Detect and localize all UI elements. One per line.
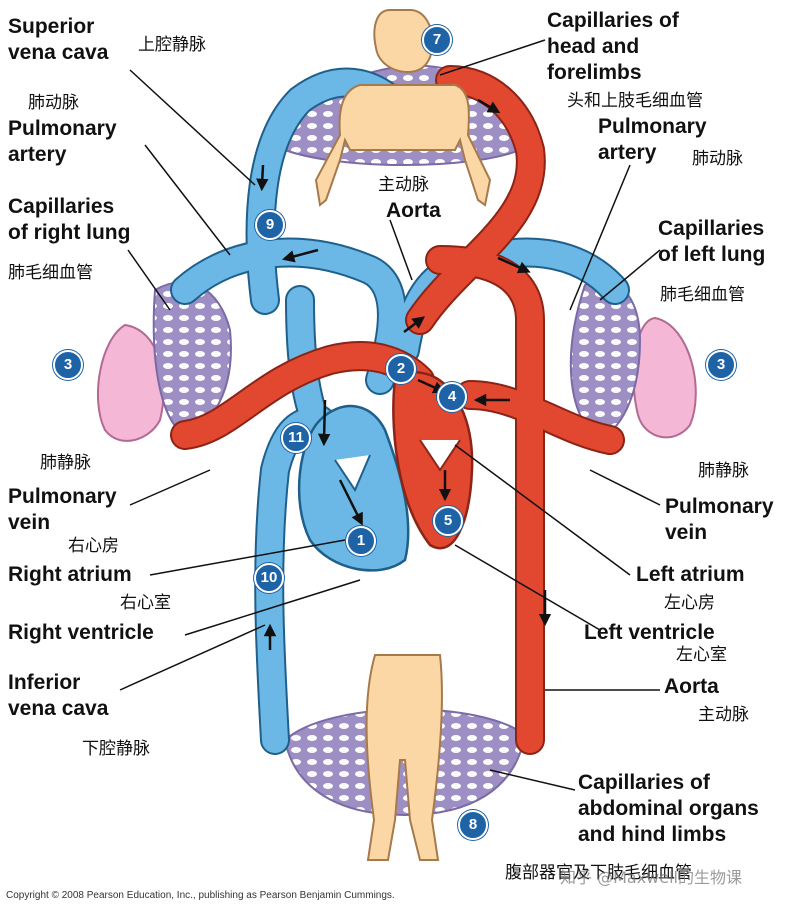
step-badge-8: 8	[458, 810, 488, 840]
flow-arrows	[256, 98, 552, 650]
label-pulmonary-artery-left-zh: 肺动脉	[28, 93, 79, 113]
step-badge-3-right-lung: 3	[53, 350, 83, 380]
label-left-atrium-zh: 左心房	[664, 593, 715, 613]
human-lower-body	[365, 654, 443, 861]
label-capillaries-abdominal: Capillaries of abdominal organs and hind…	[578, 771, 759, 846]
heart-valve-right	[334, 454, 371, 493]
copyright-text: Copyright © 2008 Pearson Education, Inc.…	[6, 890, 395, 901]
label-aorta-bottom: Aorta	[664, 675, 719, 698]
label-aorta-top: Aorta	[386, 199, 441, 222]
label-right-ventricle: Right ventricle	[8, 621, 154, 644]
step-badge-10: 10	[254, 563, 284, 593]
step-badge-7: 7	[422, 25, 452, 55]
label-pulmonary-artery-right: Pulmonary artery	[598, 115, 707, 164]
step-badge-11: 11	[281, 423, 311, 453]
label-capillaries-right-lung: Capillaries of right lung	[8, 195, 131, 244]
label-pulmonary-vein-right-zh: 肺静脉	[698, 461, 749, 481]
label-capillaries-left-lung: Capillaries of left lung	[658, 217, 766, 266]
watermark-text: 知乎 @Maxwell的生物课	[560, 868, 742, 887]
label-capillaries-right-lung-zh: 肺毛细血管	[8, 263, 93, 283]
step-badge-5: 5	[433, 506, 463, 536]
label-aorta-bottom-zh: 主动脉	[698, 705, 749, 725]
label-left-atrium: Left atrium	[636, 563, 745, 586]
label-inferior-vena-cava: Inferior vena cava	[8, 671, 109, 720]
label-superior-vena-cava: Superior vena cava	[8, 15, 109, 64]
label-superior-vena-cava-zh: 上腔静脉	[138, 35, 206, 55]
label-pulmonary-artery-left: Pulmonary artery	[8, 117, 117, 166]
label-pulmonary-artery-right-zh: 肺动脉	[692, 149, 743, 169]
label-pulmonary-vein-left: Pulmonary vein	[8, 485, 117, 534]
step-badge-1: 1	[346, 526, 376, 556]
label-capillaries-abdominal-zh: 腹部器官及下肢毛细血管	[505, 863, 692, 883]
label-right-atrium-zh: 右心房	[68, 536, 119, 556]
step-badge-3-left-lung: 3	[706, 350, 736, 380]
step-badge-4: 4	[437, 382, 467, 412]
label-capillaries-left-lung-zh: 肺毛细血管	[660, 285, 745, 305]
label-left-ventricle: Left ventricle	[584, 621, 715, 644]
label-inferior-vena-cava-zh: 下腔静脉	[82, 739, 150, 759]
label-capillaries-head-zh: 头和上肢毛细血管	[567, 91, 703, 111]
label-aorta-top-zh: 主动脉	[378, 175, 429, 195]
label-pulmonary-vein-right: Pulmonary vein	[665, 495, 774, 544]
label-capillaries-head: Capillaries of head and forelimbs	[547, 9, 679, 84]
step-badge-2: 2	[386, 354, 416, 384]
step-badge-9: 9	[255, 210, 285, 240]
leader-lines	[119, 39, 661, 791]
label-right-ventricle-zh: 右心室	[120, 593, 171, 613]
label-pulmonary-vein-left-zh: 肺静脉	[40, 453, 91, 473]
label-left-ventricle-zh: 左心室	[676, 645, 727, 665]
label-right-atrium: Right atrium	[8, 563, 132, 586]
heart-valve-left	[419, 439, 461, 472]
left-lung	[632, 316, 697, 439]
